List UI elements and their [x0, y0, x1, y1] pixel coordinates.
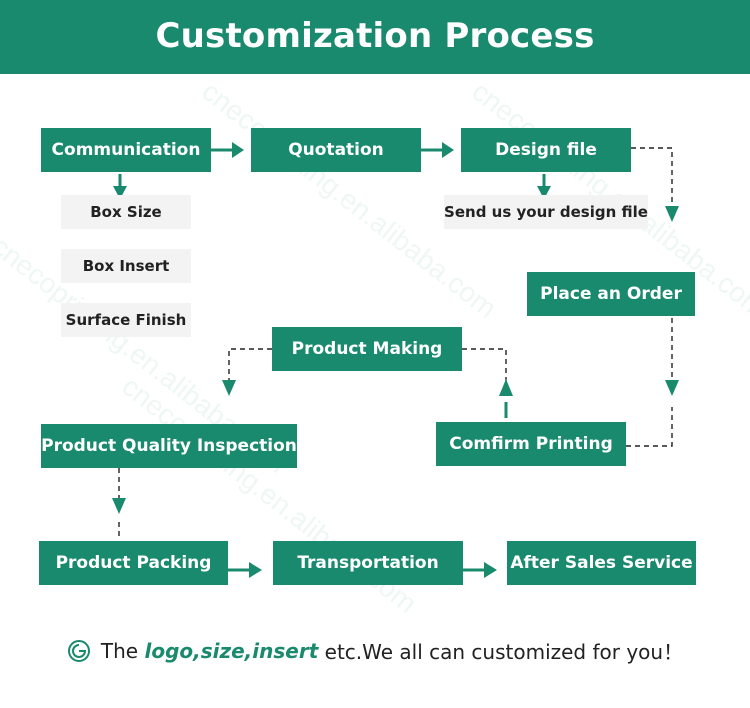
- brand-logo-icon: [67, 639, 90, 662]
- footer-highlight: logo,size,insert: [144, 638, 319, 663]
- header-banner: Customization Process: [0, 0, 750, 74]
- arrow-right-icon: [484, 562, 497, 578]
- footer-suffix: etc.We all can customized for you！: [318, 640, 684, 664]
- detail-box-size: Box Size: [61, 195, 191, 229]
- step-place-order: Place an Order: [527, 272, 695, 316]
- arrow-down-icon: [222, 380, 236, 396]
- detail-send-design: Send us your design file: [444, 195, 648, 229]
- arrow-right-icon: [232, 142, 244, 158]
- step-quotation: Quotation: [251, 128, 421, 172]
- step-transportation: Transportation: [273, 541, 463, 585]
- step-communication: Communication: [41, 128, 211, 172]
- step-confirm-printing: Comfirm Printing: [436, 422, 626, 466]
- arrow-down-icon: [537, 186, 551, 199]
- step-design-file: Design file: [461, 128, 631, 172]
- detail-box-insert: Box Insert: [61, 249, 191, 283]
- arrow-down-icon: [665, 206, 679, 222]
- arrow-right-icon: [442, 142, 454, 158]
- arrow-down-icon: [665, 380, 679, 396]
- arrow-up-icon: [499, 379, 513, 396]
- footer-prefix: The: [100, 638, 145, 663]
- arrow-right-icon: [249, 562, 262, 578]
- step-product-making: Product Making: [272, 327, 462, 371]
- step-quality-inspection: Product Quality Inspection: [41, 424, 297, 468]
- page-title: Customization Process: [155, 16, 595, 56]
- step-product-packing: Product Packing: [39, 541, 228, 585]
- footer-tagline: The logo,size,insert etc.We all can cust…: [0, 636, 750, 665]
- arrow-down-icon: [113, 186, 127, 199]
- detail-surface-finish: Surface Finish: [61, 303, 191, 337]
- step-after-sales: After Sales Service: [507, 541, 696, 585]
- arrow-down-icon: [112, 498, 126, 514]
